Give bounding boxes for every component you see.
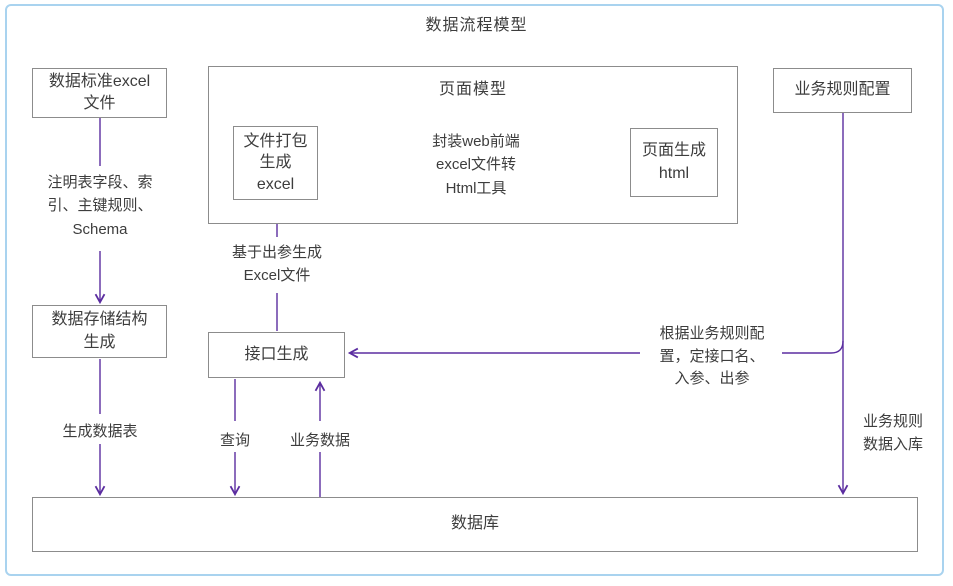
node-data-storage: 数据存储结构 生成 — [32, 305, 167, 358]
label-query: 查询 — [219, 432, 250, 449]
node-page-gen-html: 页面生成 html — [630, 128, 718, 197]
node-business-rules: 业务规则配置 — [773, 68, 912, 113]
label-annotate-fields: 注明表字段、索 引、主键规则、 Schema — [47, 174, 153, 238]
node-data-standard-excel: 数据标准excel 文件 — [32, 68, 167, 118]
page-model-title: 页面模型 — [438, 81, 507, 98]
label-gen-table: 生成数据表 — [62, 423, 138, 440]
node-file-package: 文件打包 生成 excel — [233, 126, 318, 200]
label-business-data: 业务数据 — [289, 432, 350, 449]
label-web-tool: 封装web前端 excel文件转 Html工具 — [432, 133, 520, 197]
label-rules-to-interface: 根据业务规则配 置，定接口名、 入参、出参 — [659, 325, 765, 387]
node-database: 数据库 — [32, 497, 918, 552]
diagram-title: 数据流程模型 — [425, 17, 528, 34]
label-rules-into-db: 业务规则 数据入库 — [862, 413, 923, 454]
label-excel-from-params: 基于出参生成 Excel文件 — [231, 244, 322, 285]
outer-frame — [5, 4, 944, 576]
node-interface-gen: 接口生成 — [208, 332, 345, 378]
